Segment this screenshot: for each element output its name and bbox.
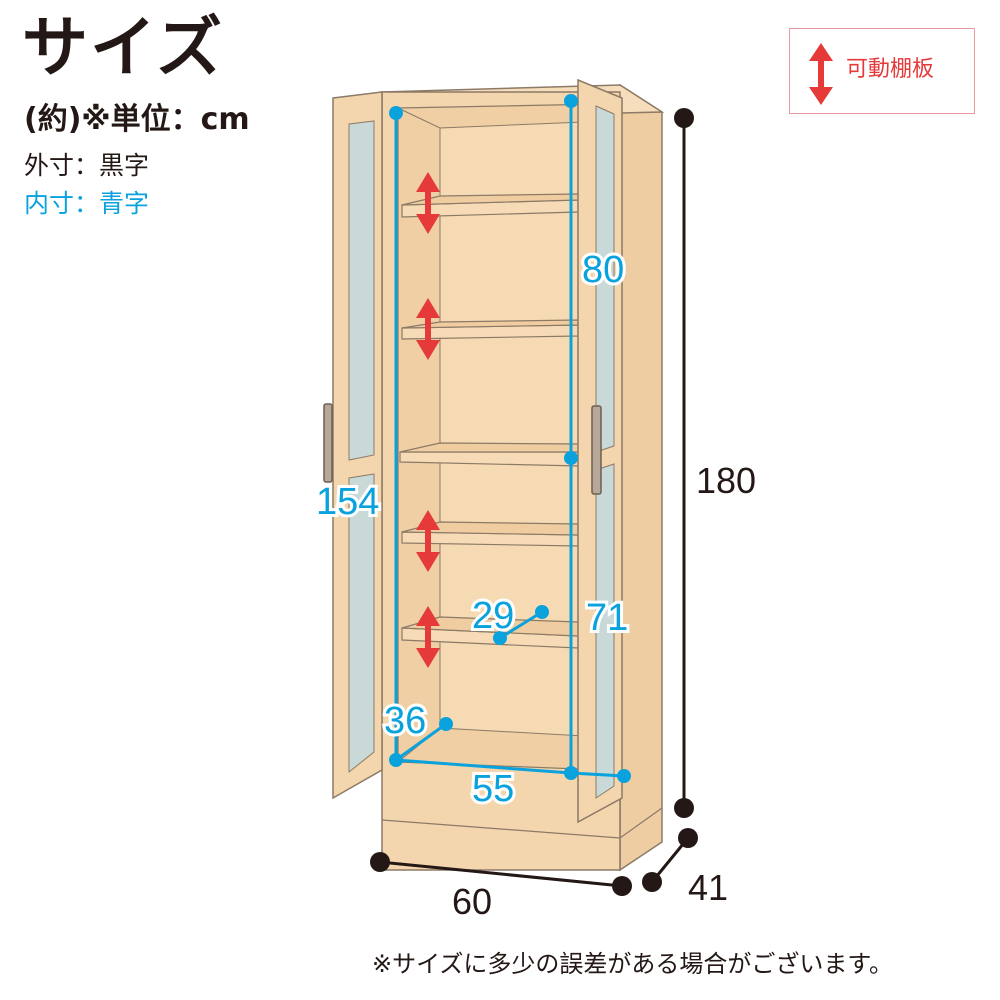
movable-shelf-arrow xyxy=(416,510,440,572)
movable-shelf-arrow xyxy=(416,298,440,360)
movable-shelf-label: 可動棚板 xyxy=(846,57,935,82)
right-door-handle xyxy=(591,405,602,495)
right-door-glass-lower xyxy=(595,463,615,799)
outer-width-label: 60 xyxy=(452,881,492,922)
inner-dimension-legend: 内寸：青字 xyxy=(24,189,150,218)
inner-depth-label: 36 xyxy=(384,700,426,742)
outer-dimension-endpoints xyxy=(370,108,698,896)
inner-height-label: 154 xyxy=(316,481,379,523)
right-door-glass-upper xyxy=(595,105,615,453)
movable-shelf-arrow xyxy=(416,172,440,234)
left-door-glass-upper xyxy=(348,120,375,461)
shelf xyxy=(401,521,579,547)
page-title: サイズ xyxy=(22,9,225,86)
left-door-handle xyxy=(323,403,333,483)
outer-dimension-legend: 外寸：黒字 xyxy=(24,151,150,180)
fixed-shelf xyxy=(399,442,581,467)
movable-shelf-legend: 可動棚板 xyxy=(789,28,975,114)
outer-depth-label: 41 xyxy=(688,867,728,908)
outer-height-label: 180 xyxy=(696,460,756,501)
tolerance-note: ※サイズに多少の誤差がある場合がございます。 xyxy=(372,950,893,978)
movable-shelf-arrow xyxy=(416,606,440,668)
inner-dimension-lines xyxy=(394,101,625,778)
inner-width-label: 55 xyxy=(472,768,514,810)
shelf-depth-label: 29 xyxy=(472,595,514,637)
unit-note: (約)※単位：cm xyxy=(24,102,250,137)
inner-dimension-endpoints xyxy=(389,94,631,783)
lower-section-height-label: 71 xyxy=(586,597,628,639)
double-arrow-icon xyxy=(809,43,833,105)
upper-section-height-label: 80 xyxy=(582,249,624,291)
cabinet-side-panel xyxy=(619,83,663,872)
left-door-glass-lower xyxy=(348,473,375,774)
